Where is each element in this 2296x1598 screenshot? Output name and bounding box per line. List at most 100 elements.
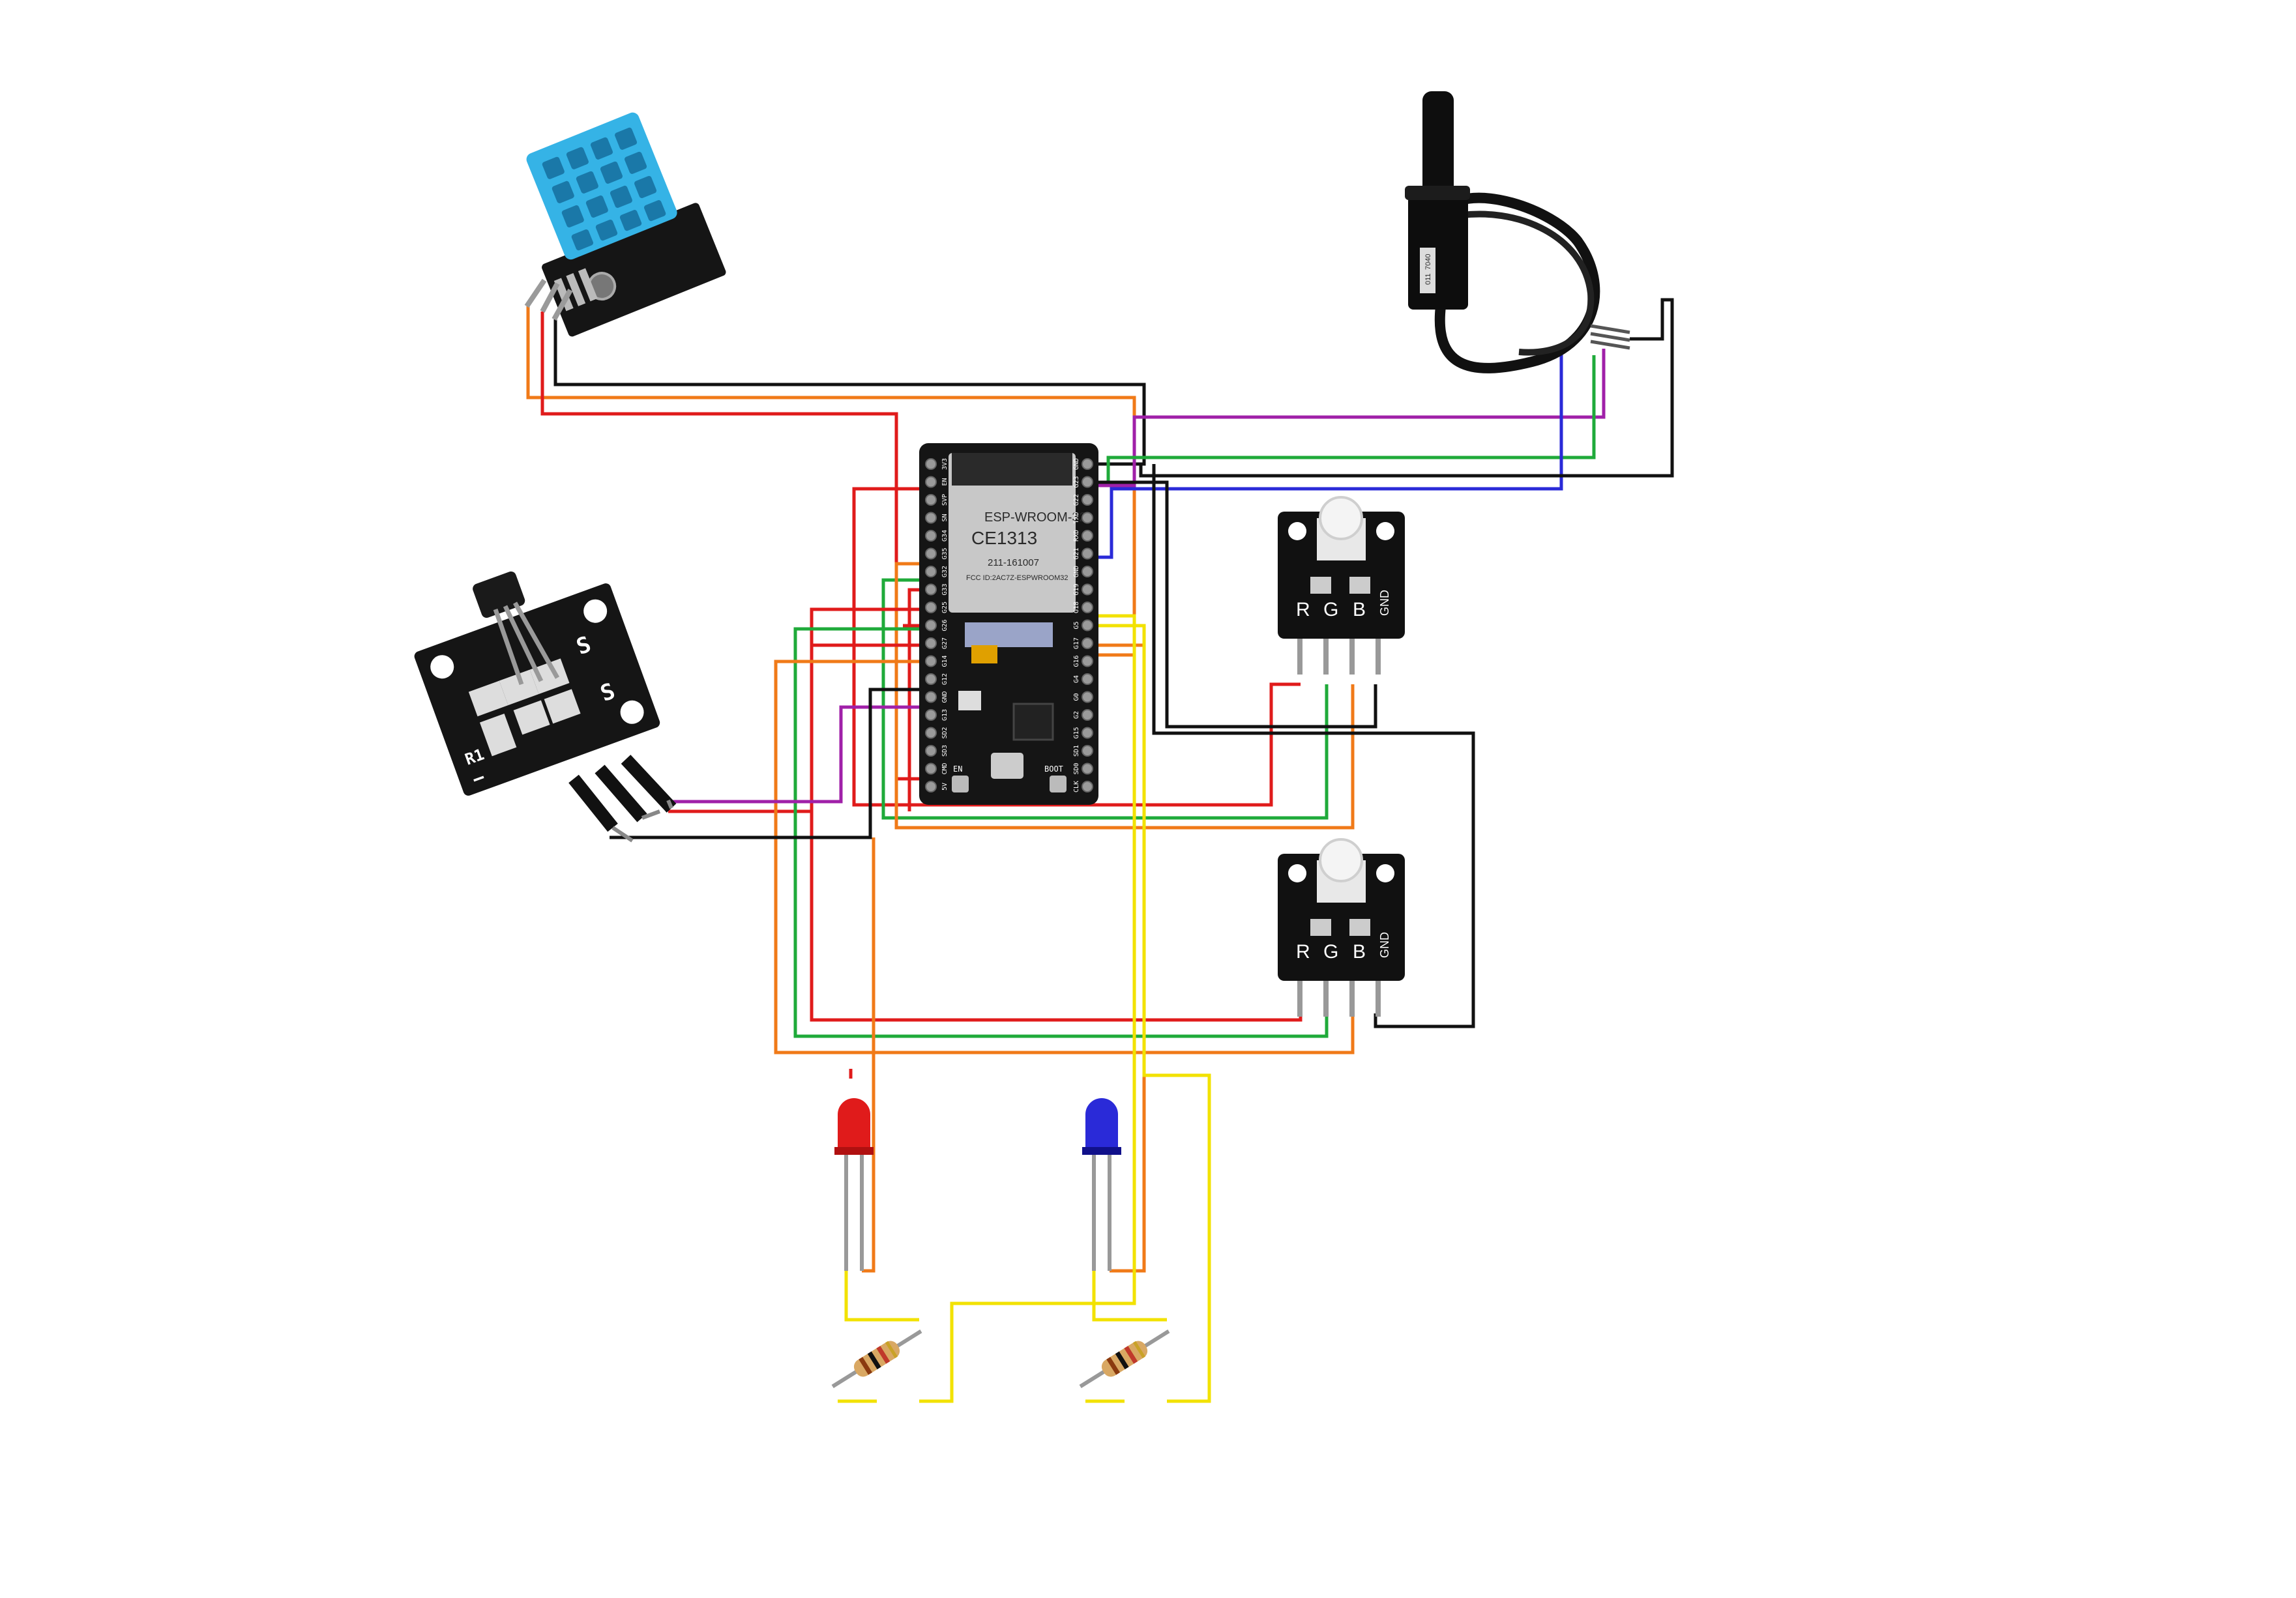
- esp32-left-pin: [925, 727, 937, 739]
- hall-mount-hole-3: [620, 700, 644, 724]
- micro-usb-port[interactable]: [991, 753, 1023, 779]
- esp32-left-pin-label: G35: [941, 547, 949, 559]
- esp32-left-pin: [925, 691, 937, 703]
- esp32-module-shield: [949, 453, 1076, 613]
- probe-label-1: 7040: [1424, 254, 1432, 270]
- rgb-led-module-1: R G B GND: [1278, 496, 1405, 675]
- esp32-left-pin-label: G25: [941, 602, 949, 613]
- esp32-left-pin: [925, 583, 937, 596]
- esp32-right-pin: [1082, 476, 1093, 488]
- rgb1-label-b: B: [1353, 599, 1366, 620]
- rgb2-led: [1319, 838, 1363, 882]
- esp32-right-pin-label: G4: [1073, 675, 1080, 683]
- esp32-right-pin-label: TXD: [1073, 512, 1080, 523]
- dht11-leads: [524, 278, 573, 321]
- dht11-board: [542, 203, 726, 337]
- esp32-ident: 211-161007: [988, 557, 1039, 568]
- dht11-grille: [542, 127, 666, 251]
- esp32-right-pin: [1082, 709, 1093, 721]
- esp32-left-pin-label: SD2: [941, 727, 949, 738]
- wire-rgb1-green: [881, 578, 1329, 820]
- esp32-module-text: ESP-WROOM-32: [984, 510, 1087, 525]
- wire-hall-purple: [662, 705, 931, 804]
- esp32-right-pin-label: G23: [1073, 476, 1080, 487]
- esp32-right-pin: [1082, 691, 1093, 703]
- esp32-left-pin: [925, 619, 937, 632]
- esp32-right-pin-label: GND: [1073, 458, 1080, 470]
- esp32-right-pin: [1082, 619, 1093, 632]
- wire-probe-purple: [1087, 349, 1606, 487]
- esp32-left-pin: [925, 494, 937, 506]
- rgb1-label-gnd: GND: [1378, 590, 1391, 616]
- esp32-right-pin: [1082, 547, 1093, 560]
- probe-stem: [1422, 91, 1454, 209]
- esp32-left-pin-label: G12: [941, 673, 949, 685]
- wire-rgb1-gnd: [1087, 480, 1377, 729]
- esp32-left-pin-label: EN: [941, 478, 949, 486]
- esp32-right-pin-label: SD0: [1073, 763, 1080, 774]
- esp32-left-pin: [925, 673, 937, 685]
- rgb2-label-b: B: [1353, 941, 1366, 963]
- wires: [526, 298, 1674, 1403]
- hall-header-pins: [568, 755, 677, 832]
- esp32-right-pin-label: G0: [1073, 693, 1080, 701]
- hall-sensor-chip: [473, 571, 560, 686]
- probe-label-2: 011: [1424, 273, 1432, 285]
- esp32-left-pin-label: SVP: [941, 494, 949, 506]
- esp32-left-pin-label: SN: [941, 514, 949, 521]
- esp32-right-pin-label: G18: [1073, 602, 1080, 613]
- esp32-right-pin: [1082, 458, 1093, 470]
- rgb-led-module-2: R G B GND: [1278, 838, 1405, 1017]
- esp32-left-pin: [925, 566, 937, 577]
- esp32-left-pin-label: 5V: [941, 783, 949, 791]
- wire-rgb2-green: [793, 627, 1329, 1038]
- esp32-left-pin-label: G34: [941, 530, 949, 542]
- en-button[interactable]: [952, 776, 969, 792]
- rgb1-label-r: R: [1296, 599, 1310, 620]
- resistor-2: [1079, 1329, 1170, 1388]
- esp32-left-pin-label: SD3: [941, 745, 949, 757]
- esp32-devkit: ESP-WROOM-32 CE1313 211-161007 FCC ID:2A…: [919, 443, 1098, 805]
- esp32-right-pin-label: G17: [1073, 637, 1080, 649]
- probe-wire-ends: [1590, 324, 1630, 350]
- rgb1-led: [1319, 496, 1363, 540]
- esp32-right-pin: [1082, 566, 1093, 577]
- probe-collar: [1405, 186, 1470, 200]
- en-button-label: EN: [953, 764, 962, 774]
- rgb2-label-gnd: GND: [1378, 932, 1391, 958]
- wire-probe-black: [1139, 298, 1674, 478]
- esp32-right-pin-label: GND: [1073, 566, 1080, 577]
- esp32-right-pin: [1082, 727, 1093, 739]
- esp32-left-pin: [925, 547, 937, 560]
- wire-yellow-2: [919, 614, 1136, 1403]
- wire-dht-orange: [526, 306, 1136, 657]
- blue-led: [1082, 1098, 1121, 1271]
- wire-red-led-orange: [862, 837, 876, 1273]
- esp32-left-pin: [925, 458, 937, 470]
- resistor-1: [831, 1329, 922, 1388]
- wire-rgb2-gnd: [1152, 464, 1475, 1028]
- esp32-right-pin: [1082, 530, 1093, 542]
- esp32-right-pin: [1082, 745, 1093, 757]
- esp32-left-pin-label: G27: [941, 637, 949, 649]
- boot-button[interactable]: [1050, 776, 1067, 792]
- esp32-left-pin: [925, 530, 937, 542]
- esp32-right-pin-label: G5: [1073, 621, 1080, 629]
- esp32-right-pin: [1082, 781, 1093, 792]
- esp32-right-pin: [1082, 583, 1093, 596]
- esp32-right-pin-label: G22: [1073, 494, 1080, 506]
- esp32-right-pin-label: RXD: [1073, 530, 1080, 542]
- esp32-right-pin-label: G16: [1073, 655, 1080, 667]
- rgb2-label-g: G: [1323, 941, 1338, 963]
- esp32-right-pin-label: G2: [1073, 711, 1080, 719]
- esp32-right-pin: [1082, 673, 1093, 685]
- esp32-right-pin-label: SD1: [1073, 745, 1080, 757]
- rgb1-board: [1278, 512, 1405, 639]
- wire-yellow-1: [1087, 624, 1211, 1403]
- esp32-left-pin: [925, 476, 937, 488]
- esp32-right-pin: [1082, 637, 1093, 649]
- wire-dht-black: [553, 319, 1146, 466]
- hall-mount-hole-2: [583, 599, 608, 623]
- esp32-right-pin: [1082, 655, 1093, 667]
